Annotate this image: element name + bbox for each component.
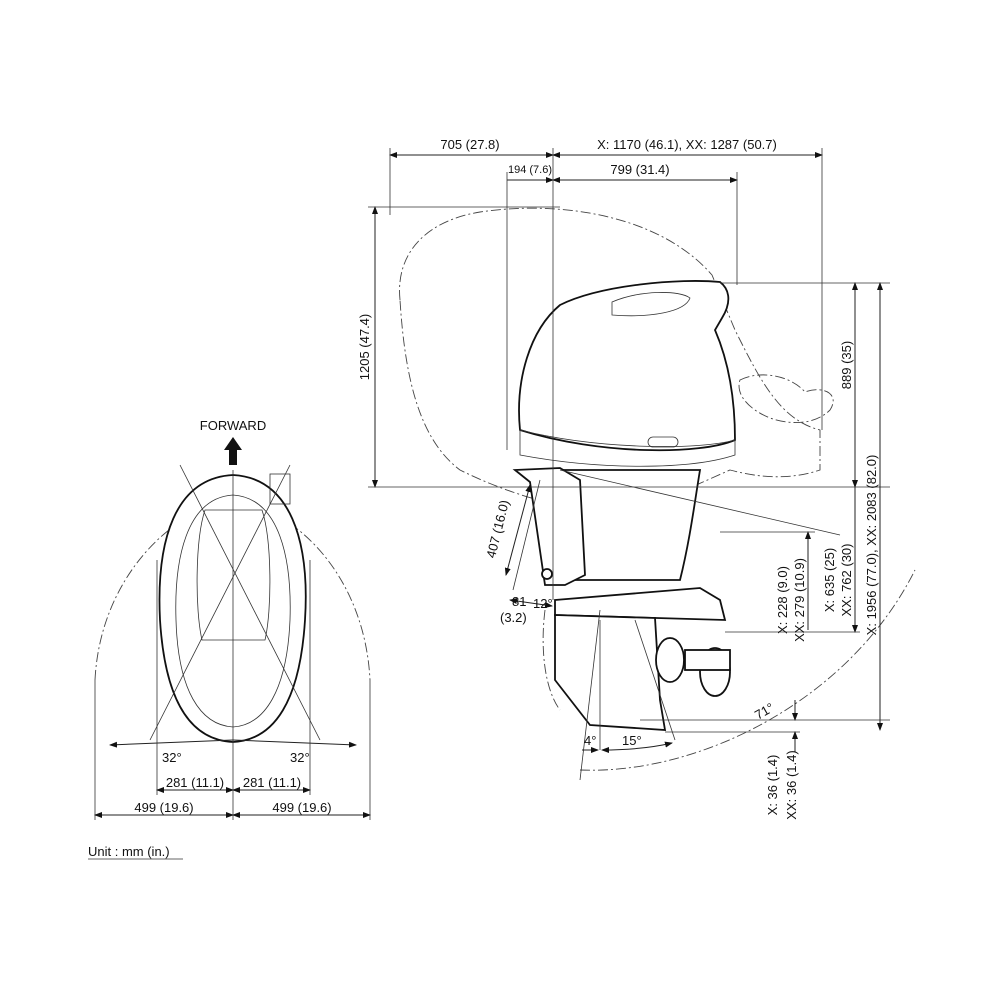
cowling-vent — [611, 292, 691, 317]
swing-right: 499 (19.6) — [272, 800, 331, 815]
dim-front-small: 194 (7.6) — [508, 164, 552, 176]
tilt-angle: 71° — [752, 700, 777, 723]
top-view: FORWARD 32° 32° 281 (11.1) 281 (11.1) 49… — [94, 418, 371, 820]
half-width-right: 281 (11.1) — [243, 775, 301, 790]
half-width-left: 281 (11.1) — [166, 775, 224, 790]
dim-total-height: X: 1956 (77.0), XX: 2083 (82.0) — [864, 455, 879, 636]
steer-left-angle: 32° — [162, 750, 182, 765]
steer-right-angle: 32° — [290, 750, 310, 765]
tilted-cowling-outline — [399, 207, 821, 513]
dim-rear-mid: 799 (31.4) — [610, 162, 669, 177]
dim-overall-rear: X: 1170 (46.1), XX: 1287 (50.7) — [597, 137, 777, 152]
tilted-lower-unit — [738, 374, 834, 423]
propeller — [655, 637, 731, 697]
dim-cowl-height: 889 (35) — [839, 341, 854, 389]
trim-in-angle: 4° — [584, 733, 596, 748]
dim-offset: 81 — [512, 594, 526, 609]
gearcase — [554, 614, 667, 731]
clamp-bracket — [512, 467, 586, 586]
dim-offset-in: (3.2) — [500, 610, 527, 625]
dim-cav-x: X: 228 (9.0) — [775, 566, 790, 634]
dim-skeg-xx: XX: 36 (1.4) — [784, 750, 799, 819]
dim-bracket-length: 407 (16.0) — [483, 498, 512, 559]
cowl-latch — [647, 436, 679, 448]
bracket-angle: 12° — [533, 596, 553, 611]
tilt-arc — [579, 569, 916, 771]
swing-left: 499 (19.6) — [134, 800, 193, 815]
trim-out-angle: 15° — [622, 733, 642, 748]
forward-arrow-icon — [224, 437, 242, 465]
dim-transom-xx: XX: 762 (30) — [839, 544, 854, 617]
engine-cowling — [518, 280, 736, 452]
dim-overall-front: 705 (27.8) — [440, 137, 499, 152]
side-view: 705 (27.8) X: 1170 (46.1), XX: 1287 (50.… — [357, 137, 916, 820]
dim-skeg-x: X: 36 (1.4) — [765, 755, 780, 816]
dim-cav-xx: XX: 279 (10.9) — [792, 558, 807, 642]
anti-ventilation-plate — [554, 587, 727, 621]
unit-note: Unit : mm (in.) — [88, 844, 170, 859]
dim-transom-x: X: 635 (25) — [822, 548, 837, 612]
forward-label: FORWARD — [200, 418, 266, 433]
dim-tilt-height: 1205 (47.4) — [357, 314, 372, 381]
